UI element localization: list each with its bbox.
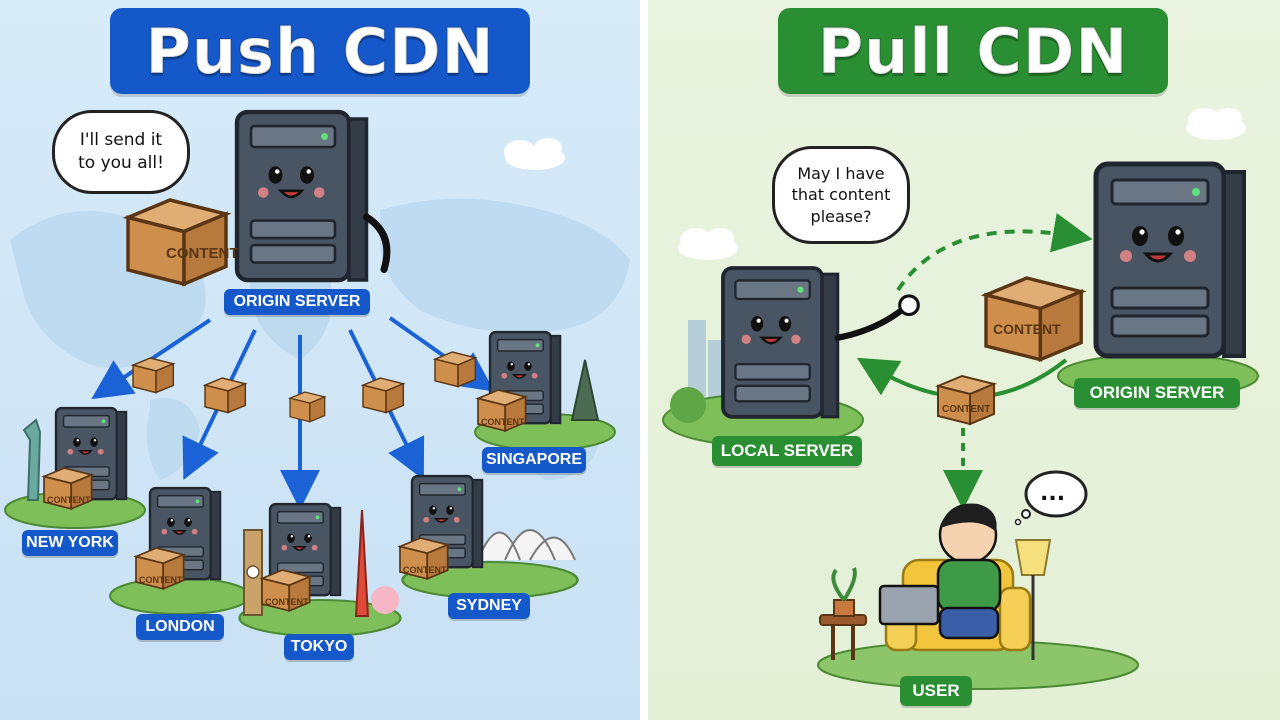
tokyo-label: TOKYO: [284, 634, 354, 660]
local-server-label: LOCAL SERVER: [712, 436, 862, 466]
push-bubble-line-1: I'll send it: [79, 130, 163, 151]
transit-box-label: CONTENT: [942, 404, 990, 415]
user-figure: [878, 503, 1002, 640]
pull-cdn-illustration: CONTENT CONTENT: [662, 108, 1259, 690]
svg-text:CONTENT: CONTENT: [47, 495, 91, 505]
singapore-label: SINGAPORE: [482, 447, 586, 473]
pull-bubble-line-2: that content: [791, 185, 891, 205]
transit-box: [937, 375, 995, 425]
floor-lamp: [1014, 539, 1052, 660]
pull-origin-box: [984, 276, 1083, 362]
origin-server-label: ORIGIN SERVER: [224, 289, 370, 315]
pull-origin-box-label: CONTENT: [993, 321, 1061, 337]
push-cdn-illustration: CONTENT CONTENT CONTENT CONTENT: [4, 0, 630, 638]
pull-speech-bubble: May I have that content please?: [772, 146, 910, 244]
bush-left: [670, 387, 706, 423]
pull-bubble-line-3: please?: [810, 206, 872, 226]
origin-content-box: [126, 198, 228, 286]
sydney-label: SYDNEY: [448, 593, 530, 619]
node-tokyo: CONTENT: [238, 502, 402, 638]
origin-box-label: CONTENT: [166, 245, 239, 262]
push-bubble-line-2: to you all!: [78, 153, 164, 173]
cloud-right-1: [678, 228, 738, 260]
node-london: CONTENT: [109, 486, 251, 615]
pull-bubble-line-1: May I have: [797, 163, 885, 183]
cloud-right-2: [1186, 108, 1246, 140]
push-cdn-title-text: Push CDN: [144, 14, 495, 89]
thought-dots: ...: [1040, 481, 1065, 506]
origin-server: [237, 112, 391, 280]
london-label: LONDON: [136, 614, 224, 640]
node-singapore: CONTENT: [474, 330, 616, 451]
pull-cdn-panel: CONTENT CONTENT: [648, 0, 1280, 720]
new-york-label: NEW YORK: [22, 530, 118, 556]
panel-divider: [640, 0, 648, 720]
side-table: [819, 567, 867, 660]
push-speech-bubble: I'll send it to you all!: [52, 110, 190, 194]
thought-bubble: ...: [1014, 470, 1088, 526]
svg-text:CONTENT: CONTENT: [265, 597, 309, 607]
cloud-left: [504, 138, 565, 170]
local-server: [721, 266, 920, 419]
pull-origin-server: [1096, 164, 1244, 356]
push-cdn-panel: CONTENT CONTENT CONTENT CONTENT: [0, 0, 640, 720]
user-label: USER: [900, 676, 972, 706]
push-cdn-title: Push CDN: [110, 8, 530, 94]
svg-text:CONTENT: CONTENT: [481, 417, 525, 427]
svg-text:CONTENT: CONTENT: [403, 565, 447, 575]
svg-text:CONTENT: CONTENT: [139, 575, 183, 585]
pull-cdn-title-text: Pull CDN: [817, 14, 1129, 89]
pull-cdn-title: Pull CDN: [778, 8, 1168, 94]
node-sydney: CONTENT: [399, 474, 579, 600]
pull-origin-server-label: ORIGIN SERVER: [1074, 378, 1240, 408]
node-new-york: CONTENT: [4, 406, 146, 529]
request-arrow: [896, 212, 1093, 292]
